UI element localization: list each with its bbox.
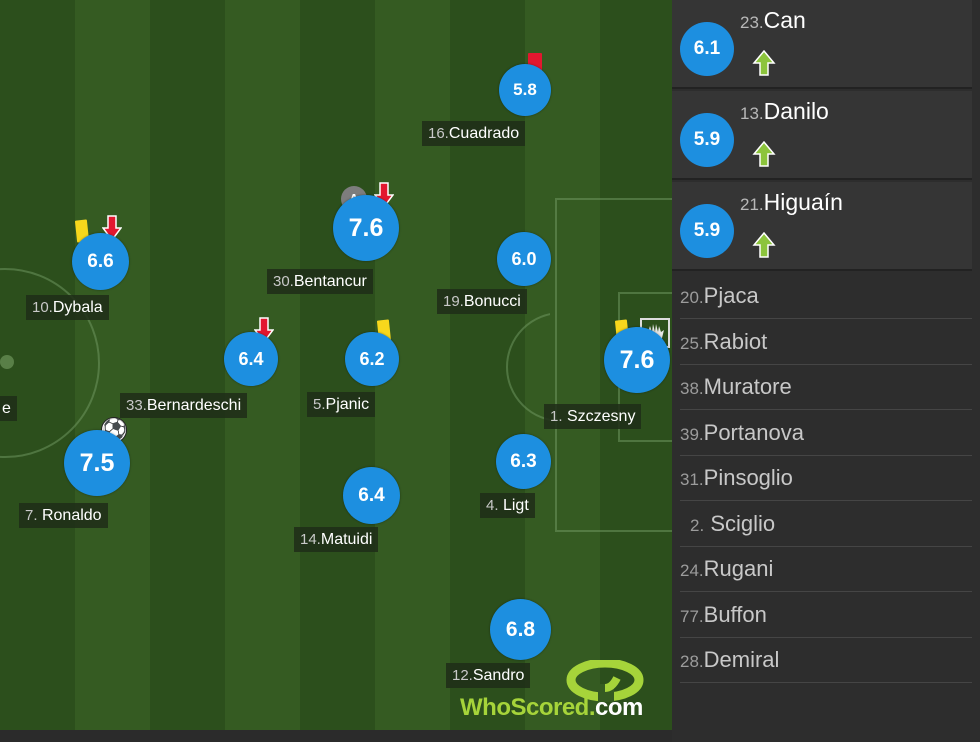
sub-on-arrow-icon — [752, 141, 776, 167]
bench-row-muratore[interactable]: 38.Muratore — [680, 364, 972, 410]
rating-badge: 7.6 — [333, 195, 399, 261]
rating-badge: 5.9 — [680, 113, 734, 167]
player-name: 14.Matuidi — [294, 527, 379, 552]
player-name: 23.Can — [740, 7, 806, 33]
player-name: 30.Bentancur — [267, 269, 373, 294]
rating-badge: 6.4 — [224, 332, 278, 386]
bench-row-rugani[interactable]: 24.Rugani — [680, 546, 972, 592]
player-name: 4. Ligt — [480, 493, 535, 518]
rating-badge: 6.0 — [497, 232, 551, 286]
whoscored-logo: WhoScored.com — [460, 660, 665, 722]
bench-row-pinsoglio[interactable]: 31.Pinsoglio — [680, 455, 972, 501]
player-name: 1. Szczesny — [544, 404, 642, 429]
player-name: 19.Bonucci — [437, 289, 527, 314]
rating-badge: 6.2 — [345, 332, 399, 386]
logo-text: WhoScored.com — [460, 694, 643, 721]
player-name: 12.Sandro — [446, 663, 531, 688]
logo-question-mark-icon — [566, 660, 644, 702]
center-spot — [0, 355, 14, 369]
bench-row-buffon[interactable]: 77.Buffon — [680, 592, 972, 638]
bench-row-pjaca[interactable]: 20.Pjaca — [680, 273, 972, 319]
bottom-bar — [0, 730, 672, 742]
sub-row-can[interactable]: 6.1 23.Can — [672, 0, 972, 89]
player-name: 7. Ronaldo — [19, 503, 108, 528]
sub-row-danilo[interactable]: 5.9 13.Danilo — [672, 91, 972, 180]
rating-badge: 5.8 — [499, 64, 551, 116]
sub-row-higuain[interactable]: 5.9 21.Higuaín — [672, 182, 972, 271]
penalty-area — [555, 198, 672, 532]
player-name: 33.Bernardeschi — [120, 393, 248, 418]
player-name: 16.Cuadrado — [422, 121, 526, 146]
player-name: 5.Pjanic — [307, 392, 376, 417]
rating-badge: 7.5 — [64, 430, 130, 496]
rating-badge: 6.8 — [490, 599, 551, 660]
rating-badge: 6.1 — [680, 22, 734, 76]
pitch: e 5.8 16.Cuadrado 6.6 10.Dybala A 7.6 30… — [0, 0, 672, 730]
partial-player-label: e — [0, 396, 17, 421]
rating-badge: 6.6 — [72, 233, 129, 290]
player-name: 13.Danilo — [740, 98, 829, 124]
rating-badge: 7.6 — [604, 327, 670, 393]
player-name: 21.Higuaín — [740, 189, 843, 215]
bench-row-demiral[interactable]: 28.Demiral — [680, 637, 972, 683]
sub-on-arrow-icon — [752, 50, 776, 76]
bench-row-portanova[interactable]: 39.Portanova — [680, 410, 972, 456]
rating-badge: 6.4 — [343, 467, 400, 524]
bench-row-sciglio[interactable]: 2. Sciglio — [680, 501, 972, 547]
substitutes-sidebar: 6.1 23.Can 5.9 13.Danilo 5.9 21.Higuaín … — [672, 0, 980, 742]
rating-badge: 5.9 — [680, 204, 734, 258]
rating-badge: 6.3 — [496, 434, 551, 489]
player-name: 10.Dybala — [26, 295, 109, 320]
bench-row-rabiot[interactable]: 25.Rabiot — [680, 319, 972, 365]
sub-on-arrow-icon — [752, 232, 776, 258]
